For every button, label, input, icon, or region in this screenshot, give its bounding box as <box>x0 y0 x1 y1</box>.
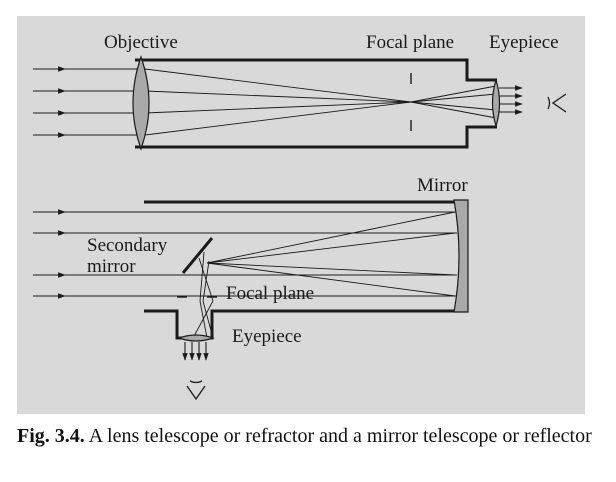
refractor-exit-rays <box>499 85 523 115</box>
refractor-focal-plane-label: Focal plane <box>366 32 454 53</box>
refractor-eyepiece-label: Eyepiece <box>489 32 559 53</box>
reflector-tube <box>144 200 465 340</box>
reflected-rays <box>192 211 456 339</box>
secondary-mirror-label-line1: Secondary <box>87 235 168 256</box>
caption-text: A lens telescope or refractor and a mirr… <box>88 425 592 447</box>
primary-mirror <box>453 199 469 313</box>
objective-label: Objective <box>104 32 178 53</box>
refractor-eyepiece-lens <box>491 77 501 129</box>
reflector-eye-icon <box>186 380 206 401</box>
reflector-eyepiece-lens <box>177 334 215 342</box>
secondary-mirror <box>181 237 214 274</box>
incoming-rays <box>33 66 137 138</box>
refractor-tube <box>135 58 497 149</box>
reflector-eyepiece-label: Eyepiece <box>232 326 302 347</box>
objective-lens <box>132 55 150 151</box>
mirror-label: Mirror <box>417 175 468 196</box>
secondary-mirror-label-line2: mirror <box>87 256 136 277</box>
converging-rays <box>144 68 497 136</box>
figure-number: Fig. 3.4. <box>17 425 85 447</box>
telescope-diagram: Objective Focal plane Eyepiece <box>33 32 567 401</box>
figure-caption: Fig. 3.4. A lens telescope or refractor … <box>17 424 597 449</box>
refractor-diagram <box>33 55 567 151</box>
figure-panel <box>17 16 585 414</box>
reflector-focal-plane-label: Focal plane <box>226 283 314 304</box>
reflector-incoming-rays <box>33 209 457 299</box>
reflector-exit-rays <box>182 342 209 361</box>
reflector-diagram <box>33 199 469 401</box>
refractor-eye-icon <box>547 93 567 113</box>
